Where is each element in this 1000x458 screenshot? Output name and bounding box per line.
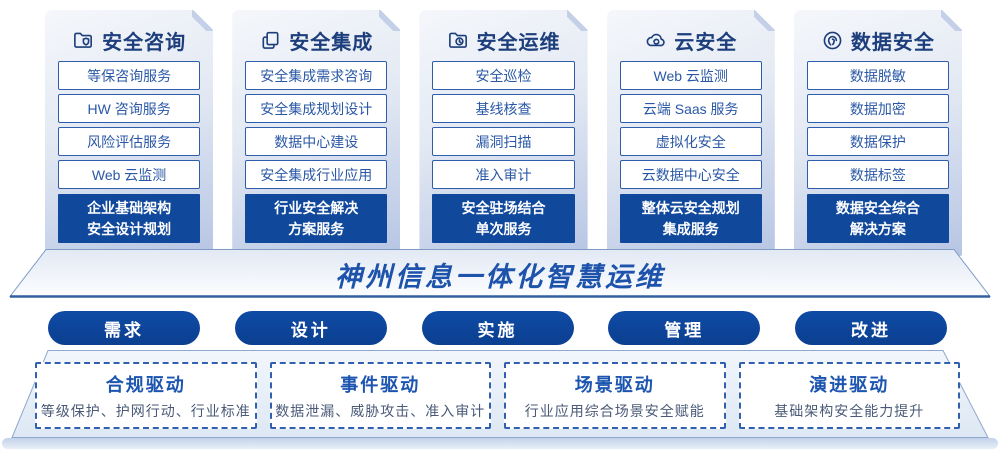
- service-item: 安全集成行业应用: [245, 160, 387, 189]
- driver-desc: 行业应用综合场景安全赋能: [524, 402, 705, 419]
- highlight-line: 安全设计规划: [87, 220, 172, 237]
- banner-title: 神州信息一体化智慧运维: [335, 261, 665, 292]
- highlight-line: 解决方案: [849, 220, 906, 237]
- driver-desc: 数据泄漏、威胁攻击、准入审计: [275, 402, 486, 419]
- highlight-service: 安全驻场结合 单次服务: [432, 194, 574, 243]
- highlight-line: 单次服务: [475, 220, 532, 237]
- highlight-service: 整体云安全规划 集成服务: [620, 194, 762, 243]
- card-security-integration: 安全集成 安全集成需求咨询 安全集成规划设计 数据中心建设 安全集成行业应用 行…: [232, 10, 400, 256]
- card-title: 云安全: [674, 31, 738, 54]
- card-security-operations: 安全运维 安全巡检 基线核查 漏洞扫描 准入审计 安全驻场结合 单次服务: [419, 10, 587, 256]
- highlight-line: 行业安全解决: [274, 200, 359, 217]
- drivers-row: 合规驱动 等级保护、护网行动、行业标准 事件驱动 数据泄漏、威胁攻击、准入审计 …: [35, 362, 960, 429]
- driver-title: 场景驱动: [574, 374, 655, 395]
- service-item: 数据加密: [807, 94, 949, 123]
- service-item: 虚拟化安全: [620, 127, 762, 156]
- card-title: 安全集成: [289, 31, 374, 54]
- highlight-line: 集成服务: [662, 220, 719, 237]
- highlight-line: 企业基础架构: [87, 200, 172, 217]
- driver-evolution: 演进驱动 基础架构安全能力提升: [738, 362, 960, 429]
- fingerprint-icon: [821, 29, 844, 52]
- card-title: 安全咨询: [102, 31, 187, 54]
- folder-shield-icon: [72, 29, 95, 52]
- highlight-line: 安全驻场结合: [461, 200, 546, 217]
- service-item: 安全巡检: [432, 61, 574, 90]
- card-header: 云安全: [620, 23, 762, 57]
- phase-pill-design: 设计: [234, 311, 387, 345]
- driver-scenario: 场景驱动 行业应用综合场景安全赋能: [504, 362, 726, 429]
- phase-pills-row: 需求 设计 实施 管理 改进: [48, 311, 947, 345]
- card-header: 安全运维: [432, 23, 574, 57]
- card-cloud-security: 云安全 Web 云监测 云端 Saas 服务 虚拟化安全 云数据中心安全 整体云…: [607, 10, 775, 256]
- card-header: 安全咨询: [58, 23, 200, 57]
- highlight-line: 整体云安全规划: [641, 200, 740, 217]
- service-item: 安全集成需求咨询: [245, 61, 387, 90]
- service-item: Web 云监测: [58, 160, 200, 189]
- highlight-service: 数据安全综合 解决方案: [807, 194, 949, 243]
- service-item: 数据标签: [807, 160, 949, 189]
- service-item: 等保咨询服务: [58, 61, 200, 90]
- highlight-line: 数据安全综合: [835, 200, 920, 217]
- driver-incident: 事件驱动 数据泄漏、威胁攻击、准入审计: [269, 362, 491, 429]
- cloud-sync-icon: [644, 29, 667, 52]
- service-item: 准入审计: [432, 160, 574, 189]
- highlight-line: 方案服务: [288, 220, 345, 237]
- service-item: Web 云监测: [620, 61, 762, 90]
- service-item: 数据中心建设: [245, 127, 387, 156]
- banner-trapezoid: 神州信息一体化智慧运维: [0, 249, 1000, 299]
- highlight-service: 企业基础架构 安全设计规划: [58, 194, 200, 243]
- driver-title: 事件驱动: [340, 374, 421, 395]
- driver-title: 合规驱动: [105, 374, 186, 395]
- service-item: 数据脱敏: [807, 61, 949, 90]
- card-title: 安全运维: [476, 31, 561, 54]
- highlight-service: 行业安全解决 方案服务: [245, 194, 387, 243]
- card-header: 安全集成: [245, 23, 387, 57]
- banner-shape: [8, 249, 992, 298]
- phase-pill-management: 管理: [608, 311, 761, 345]
- folder-clock-icon: [447, 29, 470, 52]
- card-header: 数据安全: [807, 23, 949, 57]
- service-item: 云端 Saas 服务: [620, 94, 762, 123]
- driver-title: 演进驱动: [809, 374, 890, 395]
- service-item: 安全集成规划设计: [245, 94, 387, 123]
- service-item: 风险评估服务: [58, 127, 200, 156]
- card-title: 数据安全: [850, 31, 935, 54]
- service-item: HW 咨询服务: [58, 94, 200, 123]
- service-item: 云数据中心安全: [620, 160, 762, 189]
- service-item: 基线核查: [432, 94, 574, 123]
- driver-desc: 基础架构安全能力提升: [774, 402, 925, 419]
- driver-desc: 等级保护、护网行动、行业标准: [40, 402, 251, 419]
- documents-icon: [259, 29, 282, 52]
- service-item: 数据保护: [807, 127, 949, 156]
- bottom-shadow-bar: [2, 438, 998, 449]
- card-security-consulting: 安全咨询 等保咨询服务 HW 咨询服务 风险评估服务 Web 云监测 企业基础架…: [45, 10, 213, 256]
- service-cards-row: 安全咨询 等保咨询服务 HW 咨询服务 风险评估服务 Web 云监测 企业基础架…: [45, 10, 962, 256]
- driver-compliance: 合规驱动 等级保护、护网行动、行业标准: [35, 362, 257, 429]
- phase-pill-improvement: 改进: [795, 311, 947, 345]
- card-data-security: 数据安全 数据脱敏 数据加密 数据保护 数据标签 数据安全综合 解决方案: [794, 10, 962, 256]
- service-item: 漏洞扫描: [432, 127, 574, 156]
- phase-pill-implementation: 实施: [421, 311, 574, 345]
- phase-pill-requirement: 需求: [48, 311, 200, 345]
